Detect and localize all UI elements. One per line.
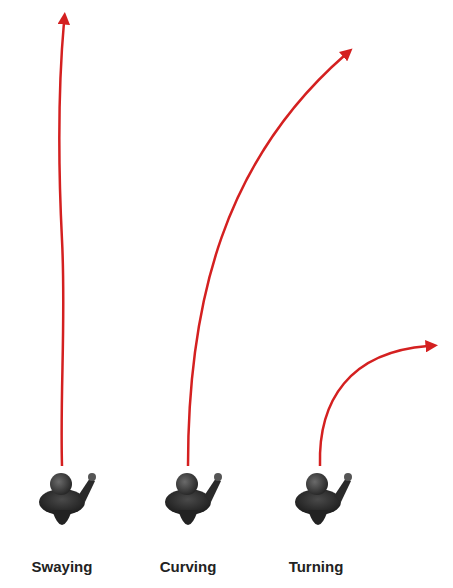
person-figure	[165, 473, 222, 525]
person-figure	[39, 473, 96, 525]
swaying-path	[59, 22, 64, 466]
caption-label: Turning	[289, 558, 344, 575]
person-figure	[295, 473, 352, 525]
curving-path	[188, 55, 345, 466]
caption-label: Swaying	[32, 558, 93, 575]
turning-path	[320, 346, 428, 466]
caption-label: Curving	[160, 558, 217, 575]
